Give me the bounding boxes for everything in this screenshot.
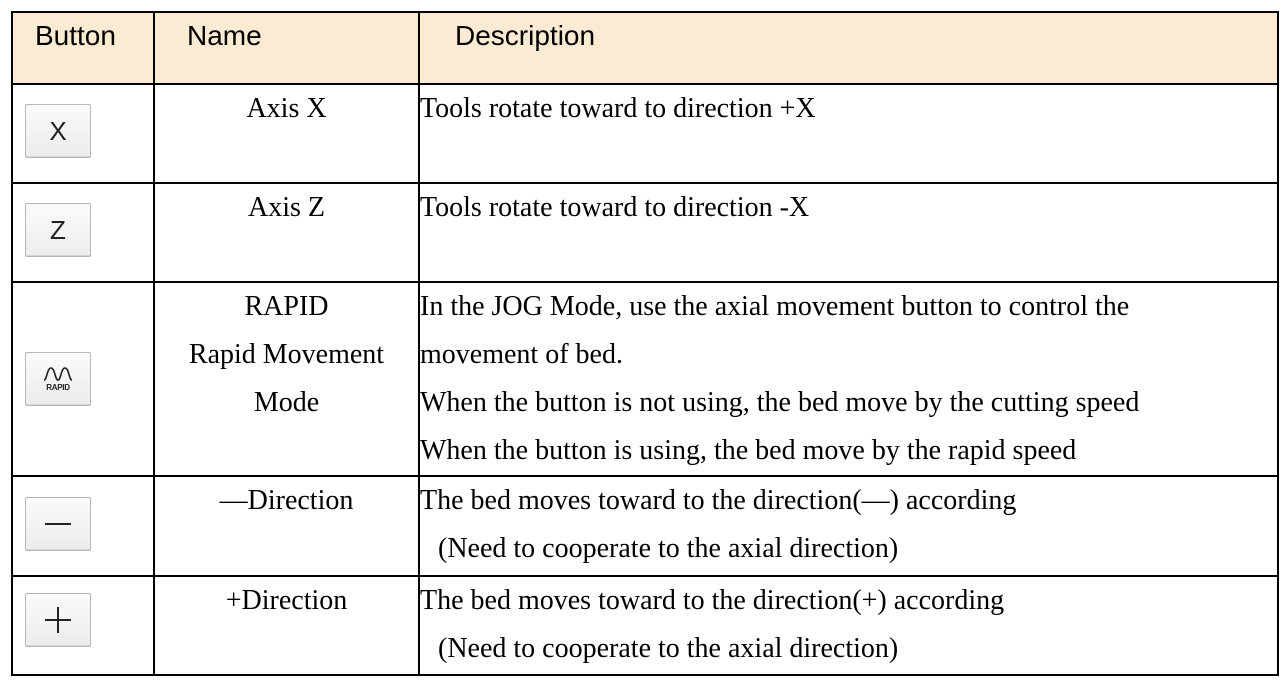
- description-cell: Tools rotate toward to direction +X: [418, 83, 1279, 184]
- description-text: Tools rotate toward to direction -X: [420, 192, 810, 223]
- description-text: movement of bed.: [420, 339, 623, 370]
- rapid-key-label: RAPID: [46, 383, 70, 392]
- plus-direction-key-button[interactable]: [25, 593, 91, 647]
- header-description: Description: [418, 11, 1279, 85]
- button-cell: X: [11, 83, 155, 184]
- table-row: +Direction The bed moves toward to the d…: [11, 575, 1279, 676]
- button-cell: RAPID: [11, 281, 155, 477]
- description-text: (Need to cooperate to the axial directio…: [438, 533, 899, 564]
- name-text: Axis X: [246, 93, 327, 124]
- description-text: The bed moves toward to the direction(+)…: [420, 585, 1005, 616]
- minus-icon: [45, 523, 71, 525]
- description-text: The bed moves toward to the direction(—)…: [420, 485, 1017, 516]
- header-name: Name: [153, 11, 420, 85]
- z-axis-key-button[interactable]: Z: [25, 203, 91, 257]
- table-row: —Direction The bed moves toward to the d…: [11, 475, 1279, 577]
- button-cell: [11, 475, 155, 577]
- name-text: Axis Z: [248, 192, 325, 223]
- button-cell: [11, 575, 155, 676]
- description-cell: In the JOG Mode, use the axial movement …: [418, 281, 1279, 477]
- description-text: When the button is not using, the bed mo…: [420, 387, 1140, 418]
- z-key-label: Z: [50, 214, 66, 245]
- name-cell: +Direction: [153, 575, 420, 676]
- name-text: +Direction: [225, 585, 348, 616]
- header-button-label: Button: [35, 20, 116, 51]
- description-text: In the JOG Mode, use the axial movement …: [420, 291, 1130, 322]
- table-row: Z Axis Z Tools rotate toward to directio…: [11, 182, 1279, 283]
- minus-direction-key-button[interactable]: [25, 497, 91, 551]
- name-cell: —Direction: [153, 475, 420, 577]
- description-cell: The bed moves toward to the direction(—)…: [418, 475, 1279, 577]
- name-text: —Direction: [219, 485, 354, 516]
- x-axis-key-button[interactable]: X: [25, 104, 91, 158]
- description-text: When the button is using, the bed move b…: [420, 435, 1077, 466]
- header-name-label: Name: [187, 20, 262, 51]
- description-cell: The bed moves toward to the direction(+)…: [418, 575, 1279, 676]
- x-key-label: X: [49, 115, 67, 146]
- rapid-wave-icon: [43, 367, 73, 381]
- header-description-label: Description: [455, 20, 596, 51]
- name-text: Mode: [253, 387, 320, 418]
- header-button: Button: [11, 11, 155, 85]
- rapid-key-button[interactable]: RAPID: [25, 352, 91, 406]
- description-cell: Tools rotate toward to direction -X: [418, 182, 1279, 283]
- name-cell: Axis X: [153, 83, 420, 184]
- name-text: Rapid Movement: [188, 339, 385, 370]
- table-row: X Axis X Tools rotate toward to directio…: [11, 83, 1279, 184]
- table-header-row: Button Name Description: [11, 11, 1279, 85]
- description-text: Tools rotate toward to direction +X: [420, 93, 816, 124]
- button-reference-table: Button Name Description X Axis X Tools r…: [11, 11, 1279, 676]
- name-text: RAPID: [244, 291, 329, 322]
- name-cell: RAPID Rapid Movement Mode: [153, 281, 420, 477]
- plus-icon: [45, 607, 71, 633]
- button-cell: Z: [11, 182, 155, 283]
- description-text: (Need to cooperate to the axial directio…: [438, 633, 899, 664]
- table-row: RAPID RAPID Rapid Movement Mode In the J…: [11, 281, 1279, 477]
- name-cell: Axis Z: [153, 182, 420, 283]
